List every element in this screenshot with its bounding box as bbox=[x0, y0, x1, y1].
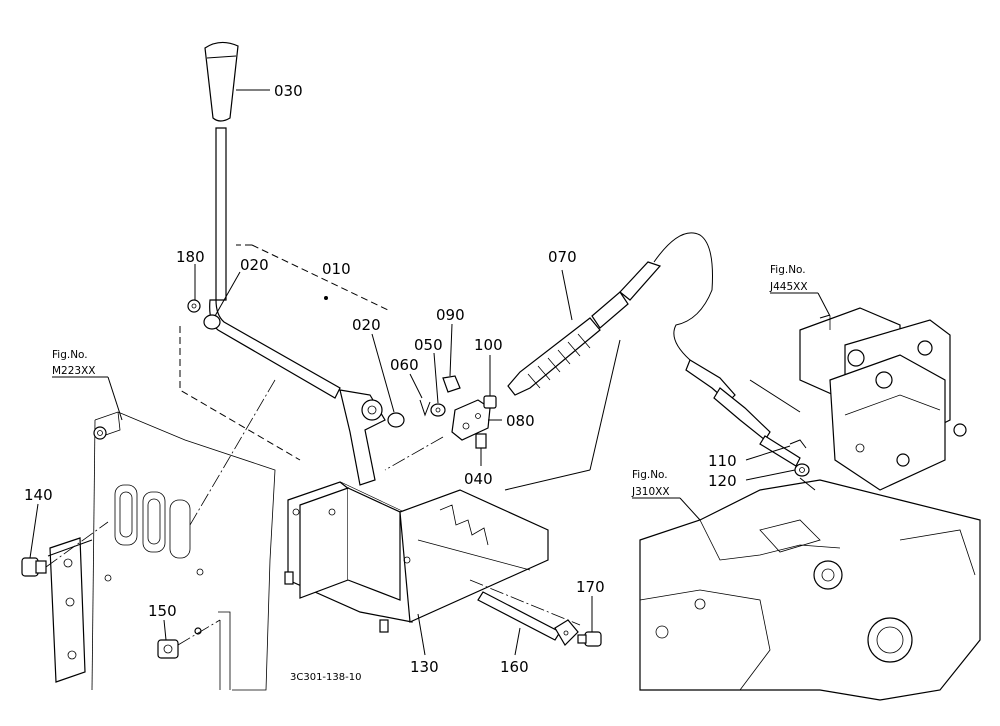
shift-lever bbox=[187, 41, 405, 486]
transmission-case bbox=[639, 477, 981, 701]
callout-030[interactable]: 030 bbox=[274, 82, 303, 100]
lever-assy-outline bbox=[179, 244, 389, 461]
callout-130[interactable]: 130 bbox=[410, 658, 439, 676]
guide-bracket bbox=[284, 481, 549, 633]
valve-block bbox=[749, 307, 967, 491]
figref-m223-label: Fig.No. bbox=[52, 349, 88, 361]
callout-080[interactable]: 080 bbox=[506, 412, 535, 430]
callout-180[interactable]: 180 bbox=[176, 248, 205, 266]
bracket-plate bbox=[47, 537, 93, 683]
callout-170[interactable]: 170 bbox=[576, 578, 605, 596]
bolt-140 bbox=[21, 521, 109, 577]
cable-end-parts bbox=[419, 375, 497, 449]
callout-070[interactable]: 070 bbox=[548, 248, 577, 266]
callout-020-lower[interactable]: 020 bbox=[352, 316, 381, 334]
drawing-code: 3C301-138-10 bbox=[290, 672, 361, 683]
figref-m223-code: M223XX bbox=[52, 365, 96, 377]
side-panel bbox=[91, 411, 276, 691]
figref-j445-code: J445XX bbox=[769, 281, 808, 293]
figref-j445-label: Fig.No. bbox=[770, 264, 806, 276]
rod-160 bbox=[469, 579, 581, 646]
figref-j310-label: Fig.No. bbox=[632, 469, 668, 481]
callout-010[interactable]: 010 bbox=[322, 260, 351, 278]
callout-050[interactable]: 050 bbox=[414, 336, 443, 354]
control-cable bbox=[507, 232, 801, 467]
callout-160[interactable]: 160 bbox=[500, 658, 529, 676]
bolt-170 bbox=[577, 631, 602, 647]
callout-100[interactable]: 100 bbox=[474, 336, 503, 354]
figref-m223[interactable]: Fig.No. M223XX bbox=[52, 349, 123, 421]
callouts: 030 180 020 010 020 060 050 090 100 080 … bbox=[24, 82, 796, 676]
figref-j445[interactable]: Fig.No. J445XX bbox=[769, 264, 831, 317]
callout-110[interactable]: 110 bbox=[708, 452, 737, 470]
callout-120[interactable]: 120 bbox=[708, 472, 737, 490]
callout-090[interactable]: 090 bbox=[436, 306, 465, 324]
callout-140[interactable]: 140 bbox=[24, 486, 53, 504]
figref-j310-code: J310XX bbox=[631, 486, 670, 498]
callout-020-upper[interactable]: 020 bbox=[240, 256, 269, 274]
figref-j310[interactable]: Fig.No. J310XX bbox=[631, 469, 701, 521]
nut-150 bbox=[157, 619, 221, 659]
callout-060[interactable]: 060 bbox=[390, 356, 419, 374]
callout-040[interactable]: 040 bbox=[464, 470, 493, 488]
callout-150[interactable]: 150 bbox=[148, 602, 177, 620]
